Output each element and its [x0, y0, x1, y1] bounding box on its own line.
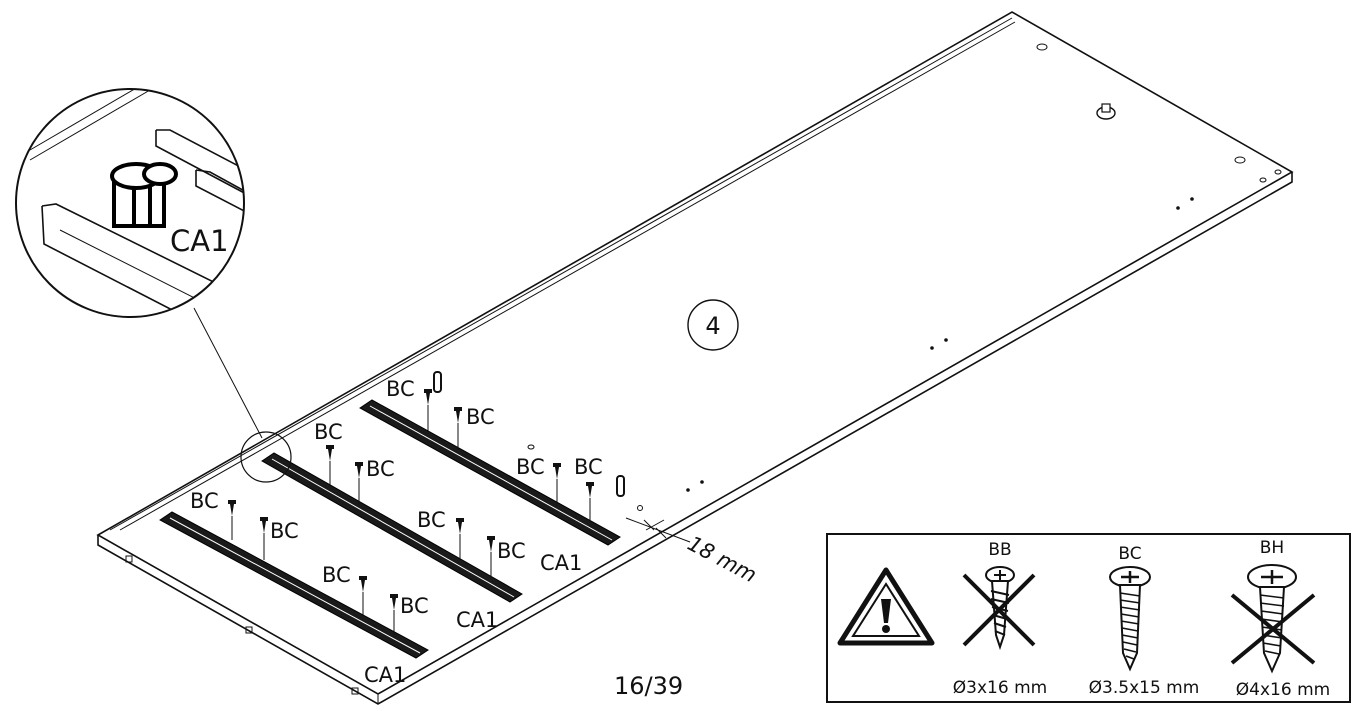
screw-label: BC — [417, 508, 446, 532]
screw-bc-icon — [1109, 566, 1151, 672]
screw-icon — [424, 389, 432, 432]
panel-number-text: 4 — [705, 312, 720, 340]
detail-callout: CA1 — [15, 88, 292, 483]
rail-label: CA1 — [456, 608, 498, 632]
screw-labels: BC BC BC BC BC BC BC BC BC BC BC BC — [190, 377, 603, 618]
dowel-icon — [433, 371, 442, 393]
screw-label: BC — [322, 563, 351, 587]
rail-label: CA1 — [364, 663, 406, 687]
rail-label: CA1 — [540, 551, 582, 575]
screw-size-bb: Ø3x16 mm — [953, 678, 1047, 698]
screw-icon — [586, 482, 594, 522]
rail-part-labels: CA1 CA1 CA1 — [364, 551, 582, 687]
cross-out-icon — [962, 573, 1036, 647]
screw-icon — [456, 518, 464, 560]
screw-icon — [359, 576, 367, 615]
screw-legend: BB BC BH Ø3x16 mm Ø3.5x15 mm Ø4x16 mm — [826, 533, 1351, 703]
screw-label: BC — [497, 539, 526, 563]
warning-triangle-icon — [837, 567, 935, 646]
screw-label: BC — [466, 405, 495, 429]
screw-label: BC — [190, 489, 219, 513]
screw-icon — [390, 594, 398, 635]
screw-icon — [355, 462, 363, 505]
screw-label: BC — [270, 519, 299, 543]
rail-3 — [359, 399, 621, 546]
screw-label: BC — [516, 455, 545, 479]
screw-label: BC — [366, 457, 395, 481]
screw-code-bb: BB — [988, 540, 1011, 560]
cross-out-icon — [1230, 593, 1316, 665]
screw-icon — [326, 445, 334, 485]
clip-fitting-icon — [110, 162, 178, 228]
screw-icon — [260, 517, 268, 560]
rail-2 — [261, 452, 523, 603]
detail-label: CA1 — [170, 224, 229, 258]
screw-icon — [454, 407, 462, 450]
screw-icon — [553, 463, 561, 505]
screw-code-bh: BH — [1260, 538, 1284, 558]
screw-icon — [487, 536, 495, 578]
cam-fitting-icon — [1096, 103, 1116, 120]
screw-label: BC — [386, 377, 415, 401]
screw-icon — [228, 500, 236, 540]
screw-label: BC — [314, 420, 343, 444]
screw-code-bc: BC — [1118, 544, 1141, 564]
screw-size-bh: Ø4x16 mm — [1236, 680, 1330, 700]
page-number: 16/39 — [614, 672, 684, 700]
panel-number-marker: 4 — [687, 299, 739, 351]
screw-label: BC — [574, 455, 603, 479]
screw-bb-icon — [985, 566, 1015, 651]
dowel-icon — [616, 475, 625, 497]
dimension-label: 18 mm — [684, 531, 761, 587]
screw-size-bc: Ø3.5x15 mm — [1089, 678, 1200, 698]
screw-label: BC — [400, 594, 429, 618]
screw-icons — [228, 371, 625, 635]
rail-1 — [159, 511, 429, 659]
